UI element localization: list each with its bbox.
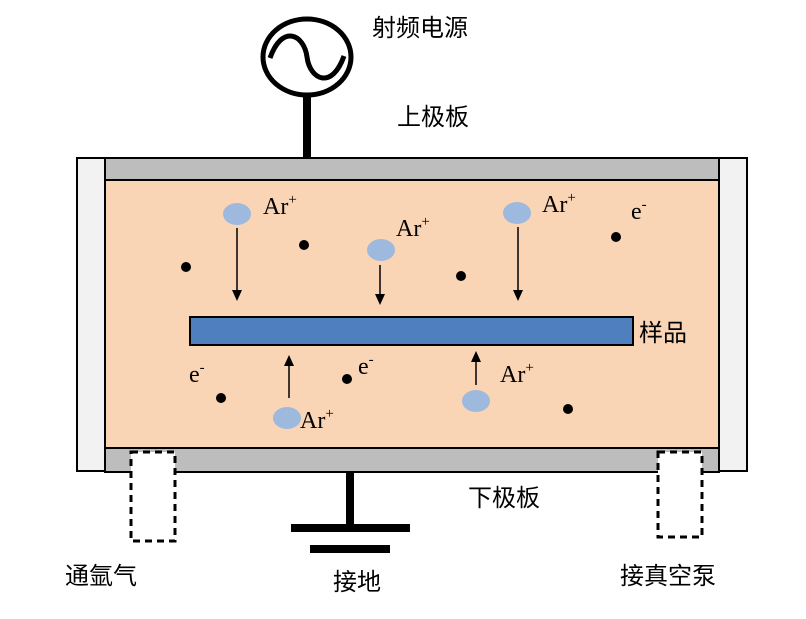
ion-label: Ar+ (542, 190, 576, 218)
left-chamber-wall (76, 157, 106, 472)
electron (456, 271, 466, 281)
electron (299, 240, 309, 250)
rf-source-label: 射频电源 (372, 14, 468, 42)
electron (611, 232, 621, 242)
arrow-down-icon (375, 265, 385, 305)
electron (216, 393, 226, 403)
ground-symbol (291, 472, 410, 553)
argon-inlet-port (129, 450, 177, 543)
arrow-up-icon (284, 355, 294, 398)
ion-label: Ar+ (300, 406, 334, 434)
rf-source (260, 16, 354, 158)
plasma-region (104, 179, 720, 449)
ion-label: Ar+ (263, 192, 297, 220)
argon-inlet-label: 通氩气 (65, 562, 137, 590)
ion-label: Ar+ (500, 360, 534, 388)
electron-label: e- (189, 360, 205, 388)
arrow-down-icon (232, 228, 242, 301)
sine-wave-icon (267, 33, 347, 81)
vacuum-pump-port (656, 450, 704, 539)
right-chamber-wall (718, 157, 748, 472)
ion-label: Ar+ (396, 214, 430, 242)
electron-label: e- (631, 197, 647, 225)
argon-ion (273, 407, 301, 429)
argon-ion (223, 203, 251, 225)
upper-plate-label: 上极板 (397, 103, 469, 131)
argon-ion (462, 390, 490, 412)
electron (181, 262, 191, 272)
arrow-up-icon (471, 351, 481, 385)
ground-label: 接地 (333, 568, 381, 596)
electron (563, 404, 573, 414)
electron-label: e- (358, 352, 374, 380)
upper-plate (104, 157, 720, 181)
lower-plate-label: 下极板 (468, 484, 540, 512)
lower-plate (104, 447, 720, 473)
argon-ion (367, 239, 395, 261)
vacuum-pump-label: 接真空泵 (620, 562, 716, 590)
sample (189, 316, 634, 346)
electron (342, 374, 352, 384)
argon-ion (503, 202, 531, 224)
sample-label: 样品 (639, 319, 687, 347)
arrow-down-icon (513, 227, 523, 301)
